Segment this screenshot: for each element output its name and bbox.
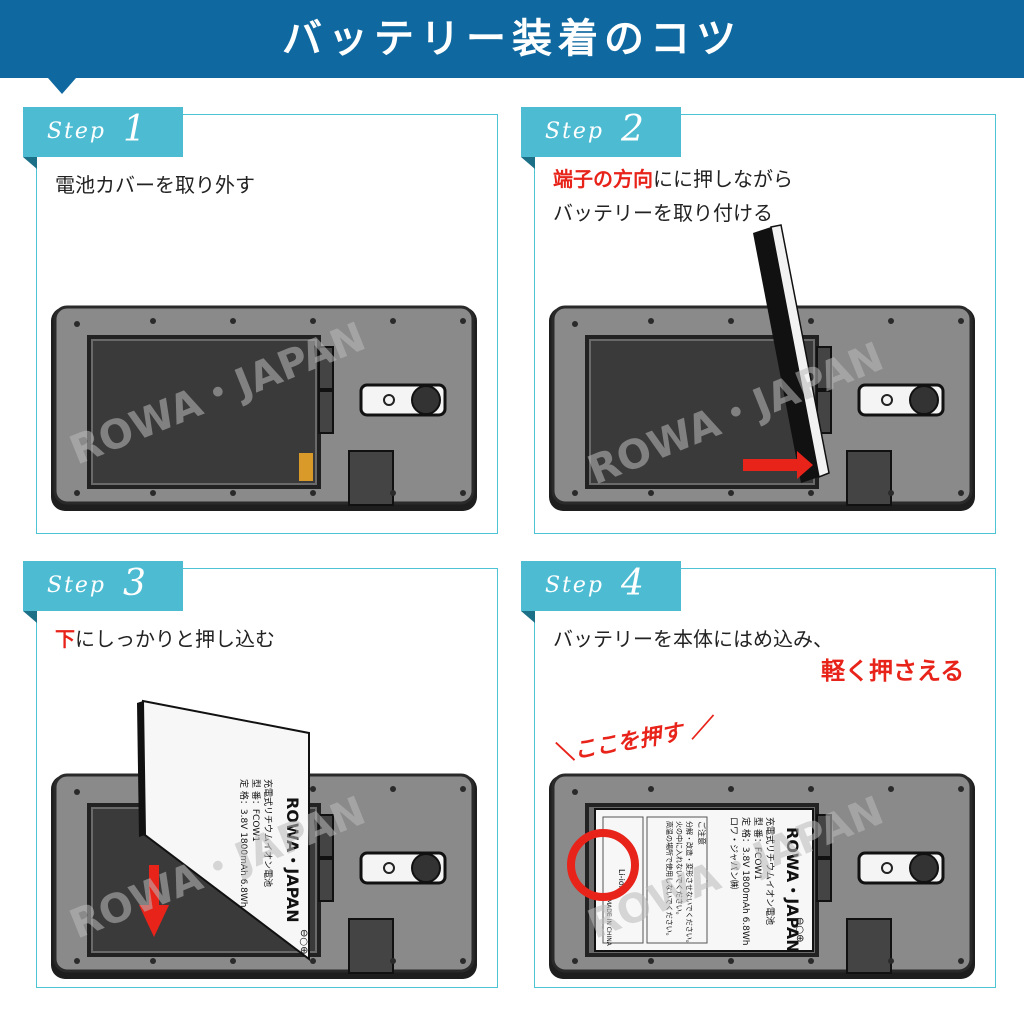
step-4-instruction: バッテリーを本体にはめ込み、: [553, 627, 833, 651]
battery-brand: ROWA・JAPAN: [783, 827, 802, 953]
caution-line: 分解・改造・変形させないでください。: [685, 821, 694, 947]
battery-brand: ROWA・JAPAN: [283, 797, 302, 923]
push-down-arrow: [139, 865, 169, 937]
battery-spec: 定 格：3.8V 1800mAh 6.8Wh: [238, 779, 250, 908]
press-point-circle: [567, 829, 639, 901]
battery-type: 充電式リチウムイオン電池: [764, 817, 776, 925]
tab-fold: [521, 157, 535, 169]
caution-line: 火の中に入れないでください。: [675, 821, 684, 919]
step-4-panel: Step 4 バッテリーを本体にはめ込み、 軽く押さえる ＼ここを押す ／ RO…: [521, 561, 996, 988]
step-2-illustration: ROWA・JAPAN: [549, 224, 975, 511]
battery-type: 充電式リチウムイオン電池: [262, 779, 274, 887]
step-1-tab: Step 1: [23, 107, 183, 157]
page-title: バッテリー装着のコツ: [282, 15, 742, 62]
battery-model: 型 番：FCOW1: [250, 779, 262, 842]
insert-arrow: [743, 451, 813, 479]
step-1-panel: Step 1 電池カバーを取り外す ROWA・JAPAN: [23, 107, 498, 534]
instruction-text: にしっかりと押し込む: [75, 627, 275, 651]
step-4-illustration: ROWA・JAPAN 充電式リチウムイオン電池 型 番：FCOW1 定 格：3.…: [549, 773, 975, 979]
battery-label-side: [770, 224, 830, 479]
emphasis-text: 下: [55, 627, 75, 651]
step-word: Step: [545, 573, 605, 598]
banner-pointer: [48, 78, 76, 94]
tab-fold: [23, 611, 37, 623]
step-number: 4: [621, 563, 644, 604]
step-number: 1: [123, 109, 146, 150]
battery-terminals: ⊖○⊕: [298, 929, 309, 954]
battery-maker: ロワ・ジャパン㈱: [728, 817, 740, 889]
caution-title: ご注意: [697, 821, 707, 845]
battery-spec: 定 格：3.8V 1800mAh 6.8Wh: [740, 817, 752, 946]
step-4-emphasis: 軽く押さえる: [821, 657, 965, 685]
step-number: 3: [123, 563, 146, 604]
emphasis-text: 端子の方向: [553, 167, 653, 191]
tab-fold: [23, 157, 37, 169]
battery-edge: [753, 227, 819, 483]
instruction-text: にに押しながら: [653, 167, 793, 191]
recycle-mark: Li-ion: [617, 869, 626, 891]
caution-line: 高温の場所で使用しないでください。: [665, 821, 674, 940]
step-word: Step: [47, 119, 107, 144]
step-word: Step: [545, 119, 605, 144]
step-2-instruction-line1: 端子の方向にに押しながら: [553, 163, 793, 192]
step-number: 2: [621, 109, 644, 150]
battery-label-face: [141, 699, 310, 962]
step-3-panel: Step 3 下にしっかりと押し込む ROWA・JAPAN 充電式リチウムイオン…: [23, 561, 498, 988]
step-1-instruction: 電池カバーを取り外す: [55, 173, 255, 197]
step-3-tab: Step 3: [23, 561, 183, 611]
step-1-illustration: ROWA・JAPAN: [51, 305, 477, 511]
step-2-panel: Step 2 端子の方向にに押しながら バッテリーを取り付ける ROWA・JAP…: [521, 107, 996, 534]
tab-fold: [521, 611, 535, 623]
title-banner: バッテリー装着のコツ: [0, 0, 1024, 78]
step-3-illustration: ROWA・JAPAN 充電式リチウムイオン電池 型 番：FCOW1 定 格：3.…: [51, 699, 477, 979]
origin-text: MADE IN CHINA: [605, 899, 612, 947]
step-word: Step: [47, 573, 107, 598]
battery: [93, 341, 315, 483]
step-2-instruction-line2: バッテリーを取り付ける: [553, 201, 773, 225]
battery-terminals: ⊖○⊕: [794, 917, 805, 942]
battery-model: 型 番：FCOW1: [752, 817, 764, 880]
step-4-tab: Step 4: [521, 561, 681, 611]
step-2-tab: Step 2: [521, 107, 681, 157]
step-3-instruction: 下にしっかりと押し込む: [55, 623, 275, 652]
